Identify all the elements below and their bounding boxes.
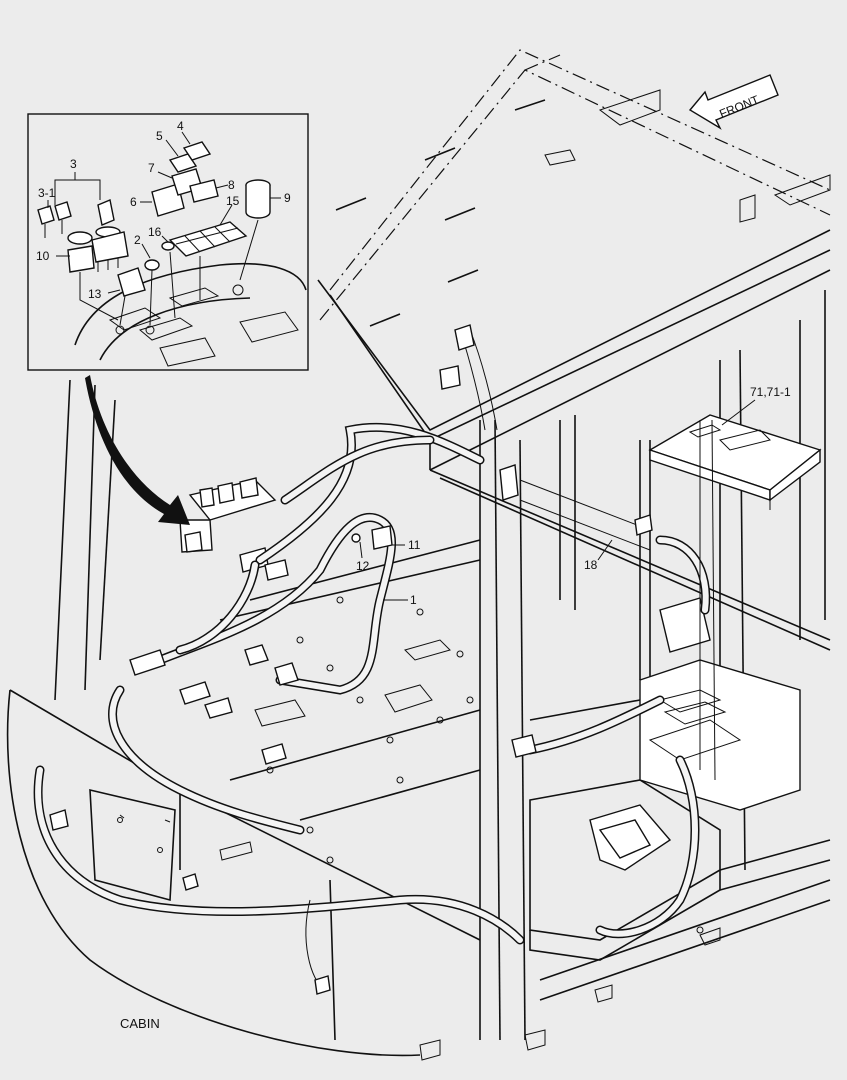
switch-cap-4 [182, 141, 212, 161]
key-switch [91, 199, 129, 272]
switch-panel-15 [168, 221, 248, 257]
rocker-switch-13 [117, 267, 146, 297]
callout-6: 6 [130, 195, 137, 209]
callout-12: 12 [356, 559, 370, 573]
front-arrow: FRONT [688, 74, 779, 130]
main-callouts: 11 12 1 18 71,71-1 [356, 385, 791, 607]
detail-arrow [85, 375, 190, 525]
callout-10: 10 [36, 249, 50, 263]
detail-inset: 3 3-1 10 13 2 16 5 4 7 6 8 9 15 [27, 113, 309, 371]
callout-7: 7 [148, 161, 155, 175]
callout-1: 1 [410, 593, 417, 607]
callout-18: 18 [584, 558, 598, 572]
switch-6 [151, 183, 185, 217]
callout-8: 8 [228, 178, 235, 192]
callout-13: 13 [88, 287, 102, 301]
callout-11: 11 [408, 538, 421, 552]
switch-8 [189, 179, 219, 203]
diagram-caption: CABIN [120, 1016, 160, 1031]
callout-2: 2 [134, 233, 141, 247]
callout-16: 16 [148, 225, 162, 239]
controller-71 [648, 414, 822, 510]
round-switch-10 [67, 231, 95, 273]
callout-5: 5 [156, 129, 163, 143]
cab-floor [219, 539, 831, 1061]
switch-cap-5 [168, 153, 198, 173]
callout-4: 4 [177, 119, 184, 133]
socket-9 [245, 179, 271, 219]
callout-3-1: 3-1 [38, 186, 56, 200]
indicator-2 [144, 259, 160, 271]
callout-9: 9 [284, 191, 291, 205]
inset-leaders [47, 131, 281, 326]
callout-15: 15 [226, 194, 240, 208]
switch-cluster-installed [179, 477, 289, 581]
key-pair [37, 201, 72, 238]
indicator-16 [161, 241, 175, 251]
wiring-harness [33, 324, 716, 995]
callout-3: 3 [70, 157, 77, 171]
callout-71: 71,71-1 [750, 385, 791, 399]
roof-outline [317, 49, 831, 471]
